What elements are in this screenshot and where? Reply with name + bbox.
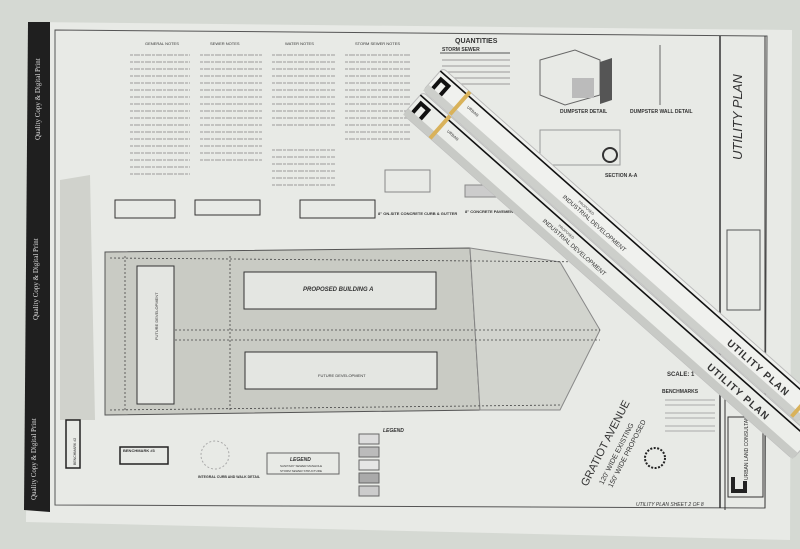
strip-brand-3: Quality Copy & Digital Print [30, 418, 38, 500]
dumpster-detail-label: DUMPSTER DETAIL [560, 109, 607, 115]
benchmark-left: BENCHMARK #2 [73, 438, 77, 465]
pavement-detail: 8" CONCRETE PAVEMENT [465, 209, 516, 214]
notes-area: GENERAL NOTES SEWER NOTES WATER NOTES ST… [130, 41, 410, 186]
notes-heading: SEWER NOTES [210, 41, 240, 46]
legend-small-title: LEGEND [290, 457, 311, 463]
storm-sewer-label: STORM SEWER [442, 47, 480, 53]
strip-brand-2: Quality Copy & Digital Print [32, 238, 40, 320]
scale-label: SCALE: 1"=40' [667, 372, 709, 378]
notes-heading: WATER NOTES [285, 41, 314, 46]
future-development-label: FUTURE DEVELOPMENT [318, 373, 366, 378]
site-plan: FUTURE DEVELOPMENT PROPOSED BUILDING A F… [60, 175, 601, 420]
quantities-title: QUANTITIES [455, 38, 498, 45]
strip-brand-1: Quality Copy & Digital Print [34, 58, 42, 140]
section-label: SECTION A-A [605, 173, 638, 179]
firm-logo [731, 477, 747, 493]
legend-large-title: LEGEND [383, 428, 404, 434]
legend-small-item: STORM SEWER STRUCTURE [280, 469, 322, 473]
notes-heading: GENERAL NOTES [145, 41, 179, 46]
firm-logo [411, 100, 432, 121]
dumpster-wall-detail-label: DUMPSTER WALL DETAIL [630, 109, 693, 115]
bottom-details: BENCHMARK #2 BENCHMARK #3 INTEGRAL CURB … [65, 419, 404, 497]
sheet-footer: UTILITY PLAN SHEET 2 OF 8 [636, 502, 704, 508]
firm-name: URBAN LAND CONSULTANTS [744, 409, 750, 480]
firm-logo [431, 76, 452, 97]
future-development-side-label: FUTURE DEVELOPMENT [154, 292, 159, 340]
curb-gutter-detail: 8" ON-SITE CONCRETE CURB & GUTTER [378, 211, 457, 216]
benchmarks-title: BENCHMARKS [662, 389, 699, 395]
legend-small-item: SANITARY SEWER MANHOLE [280, 464, 322, 468]
curb-walk-detail: INTEGRAL CURB AND WALK DETAIL [198, 475, 261, 479]
notes-heading: STORM SEWER NOTES [355, 41, 400, 46]
building-label: PROPOSED BUILDING A [303, 287, 373, 293]
benchmark-bottom: BENCHMARK #3 [123, 448, 156, 453]
print-shop-strip: Quality Copy & Digital Print Quality Cop… [24, 22, 50, 512]
title-block-title: UTILITY PLAN [730, 74, 745, 160]
rolled-drawing-2: URBAN PROPOSED INDUSTRIAL DEVELOPMENT UT… [403, 93, 800, 460]
dumpster-details: DUMPSTER DETAIL DUMPSTER WALL DETAIL SEC… [539, 45, 693, 179]
